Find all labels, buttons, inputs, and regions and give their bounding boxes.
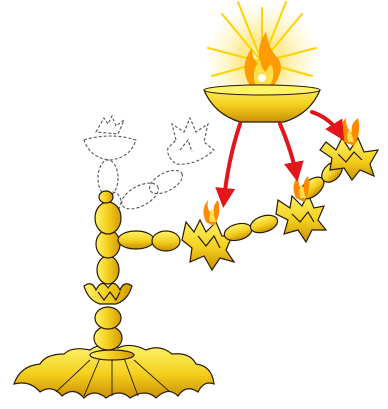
ghost-lamp-flame-icon <box>96 116 124 134</box>
ghost-lamp-bowl-icon <box>84 136 136 160</box>
ghost-flower-icon <box>168 118 214 164</box>
branch-arm <box>118 138 378 270</box>
base-collar <box>90 350 134 360</box>
vertical-stem <box>84 191 132 350</box>
red-arrow-icon <box>224 124 240 200</box>
red-arrow-icon <box>312 112 340 134</box>
branch-segment <box>118 231 154 249</box>
flame-icon <box>203 200 219 226</box>
branch-flower-icon <box>182 220 234 270</box>
top-lamp <box>204 2 320 122</box>
stem-tip <box>99 191 113 203</box>
branch-segment <box>248 212 280 236</box>
stem-segment <box>95 202 121 234</box>
red-arrow-icon <box>280 124 296 174</box>
ghost-branch-segment <box>118 178 163 214</box>
branch-flower-icon <box>276 194 326 242</box>
ghost-branch-segment <box>146 166 186 199</box>
stem-knob <box>95 307 121 329</box>
stem-segment <box>97 256 119 284</box>
ghost-stem-segment <box>98 160 118 196</box>
lamp-base <box>14 345 214 398</box>
branch-segment <box>152 231 180 251</box>
